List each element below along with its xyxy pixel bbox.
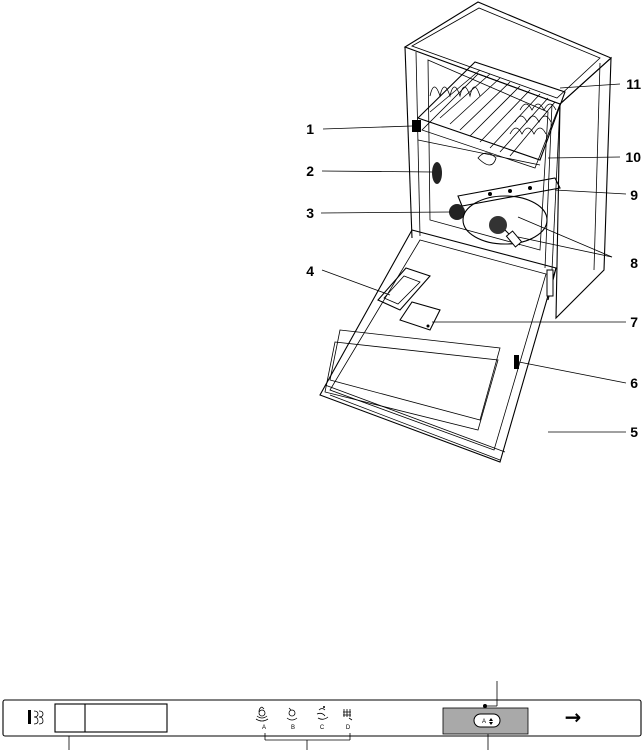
program-letter-c: C — [320, 725, 325, 731]
door-open-arrow-icon: → — [565, 705, 582, 729]
selector-label: A — [482, 719, 486, 725]
callout-numbers: 1 2 3 4 5 6 7 8 9 10 11 — [306, 76, 641, 440]
callout-7: 7 — [630, 314, 638, 330]
rail-stop — [412, 120, 421, 132]
dispenser-4 — [378, 268, 430, 310]
callout-11: 11 — [626, 76, 641, 92]
program-letter-a: A — [262, 725, 266, 731]
indicator-led — [483, 704, 487, 708]
open-door — [320, 230, 556, 462]
part-2 — [432, 162, 442, 184]
control-panel: A B C D A → — [3, 681, 641, 750]
callout-8: 8 — [630, 255, 638, 271]
filter — [449, 204, 465, 220]
callout-9: 9 — [630, 187, 638, 203]
callout-2: 2 — [306, 163, 314, 179]
callout-6: 6 — [630, 375, 638, 391]
callout-3: 3 — [306, 205, 314, 221]
dishwasher-illustration — [320, 2, 611, 462]
callout-5: 5 — [630, 424, 638, 440]
display-window — [55, 704, 167, 732]
program-letter-d: D — [346, 725, 351, 731]
program-letter-b: B — [291, 725, 295, 731]
callout-4: 4 — [306, 263, 314, 279]
callout-10: 10 — [625, 149, 641, 165]
dispenser-7 — [400, 302, 440, 330]
callout-1: 1 — [306, 121, 314, 137]
upper-basket — [418, 62, 565, 168]
callout-leaders — [321, 84, 626, 432]
program-selector[interactable]: A — [443, 708, 528, 734]
